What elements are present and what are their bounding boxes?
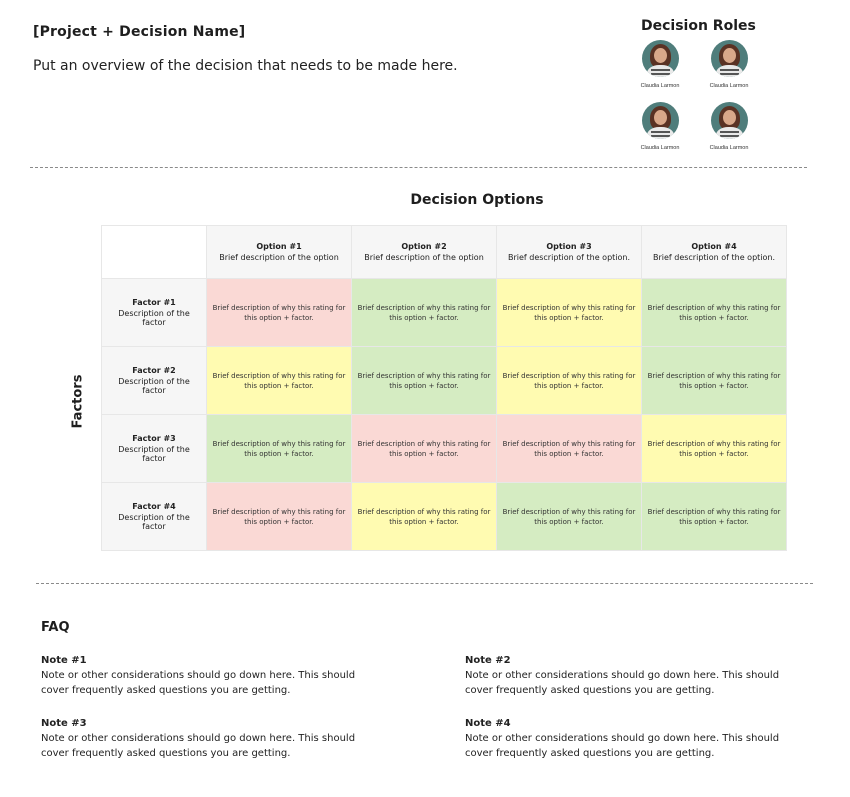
factor-description: Description of the factor — [118, 513, 190, 531]
option-name: Option #3 — [546, 242, 592, 251]
option-description: Brief description of the option — [219, 253, 339, 262]
decision-options-title: Decision Options — [410, 192, 544, 208]
rating-cell[interactable]: Brief description of why this rating for… — [641, 278, 787, 347]
avatar — [641, 40, 679, 77]
option-name: Option #1 — [256, 242, 302, 251]
faq-title: FAQ — [41, 620, 70, 635]
role-card[interactable]: Claudia Larmon — [634, 40, 686, 89]
option-description: Brief description of the option — [364, 253, 484, 262]
note-body: Note or other considerations should go d… — [465, 733, 780, 759]
faq-note: Note #2 Note or other considerations sho… — [465, 653, 805, 698]
option-header[interactable]: Option #3 Brief description of the option… — [496, 225, 642, 279]
decision-matrix: Option #1 Brief description of the option… — [101, 225, 787, 551]
factor-header[interactable]: Factor #4 Description of the factor — [101, 482, 207, 551]
option-header[interactable]: Option #4 Brief description of the option… — [641, 225, 787, 279]
rating-cell[interactable]: Brief description of why this rating for… — [496, 346, 642, 415]
factor-description: Description of the factor — [118, 445, 190, 463]
option-description: Brief description of the option. — [507, 253, 631, 262]
rating-cell[interactable]: Brief description of why this rating for… — [351, 278, 497, 347]
rating-cell[interactable]: Brief description of why this rating for… — [206, 278, 352, 347]
note-body: Note or other considerations should go d… — [465, 670, 780, 696]
project-title: [Project + Decision Name] — [33, 24, 246, 40]
rating-cell[interactable]: Brief description of why this rating for… — [351, 414, 497, 483]
note-title: Note #2 — [465, 655, 511, 666]
role-person-name: Claudia Larmon — [709, 145, 749, 151]
rating-cell[interactable]: Brief description of why this rating for… — [206, 346, 352, 415]
role-person-name: Claudia Larmon — [640, 145, 680, 151]
faq-note: Note #4 Note or other considerations sho… — [465, 716, 805, 761]
factor-description: Description of the factor — [118, 377, 190, 395]
role-card[interactable]: Claudia Larmon — [703, 102, 755, 151]
rating-cell[interactable]: Brief description of why this rating for… — [641, 482, 787, 551]
rating-cell[interactable]: Brief description of why this rating for… — [641, 414, 787, 483]
factors-axis-label: Factors — [70, 374, 86, 429]
factor-header[interactable]: Factor #3 Description of the factor — [101, 414, 207, 483]
note-title: Note #1 — [41, 655, 87, 666]
role-person-name: Claudia Larmon — [640, 83, 680, 89]
factor-header[interactable]: Factor #2 Description of the factor — [101, 346, 207, 415]
rating-cell[interactable]: Brief description of why this rating for… — [641, 346, 787, 415]
section-divider — [36, 583, 813, 584]
rating-cell[interactable]: Brief description of why this rating for… — [496, 278, 642, 347]
rating-cell[interactable]: Brief description of why this rating for… — [496, 414, 642, 483]
decision-overview: Put an overview of the decision that nee… — [33, 58, 458, 74]
note-body: Note or other considerations should go d… — [41, 733, 356, 759]
note-title: Note #4 — [465, 718, 511, 729]
option-header[interactable]: Option #1 Brief description of the option — [206, 225, 352, 279]
note-title: Note #3 — [41, 718, 87, 729]
rating-cell[interactable]: Brief description of why this rating for… — [206, 482, 352, 551]
factor-name: Factor #3 — [132, 434, 176, 443]
matrix-corner — [101, 225, 207, 279]
factor-name: Factor #4 — [132, 502, 176, 511]
option-description: Brief description of the option. — [652, 253, 776, 262]
option-name: Option #4 — [691, 242, 737, 251]
avatar — [710, 102, 748, 139]
note-body: Note or other considerations should go d… — [41, 670, 356, 696]
faq-note: Note #3 Note or other considerations sho… — [41, 716, 381, 761]
rating-cell[interactable]: Brief description of why this rating for… — [206, 414, 352, 483]
option-header[interactable]: Option #2 Brief description of the option — [351, 225, 497, 279]
role-card[interactable]: Claudia Larmon — [703, 40, 755, 89]
faq-note: Note #1 Note or other considerations sho… — [41, 653, 381, 698]
rating-cell[interactable]: Brief description of why this rating for… — [351, 346, 497, 415]
role-person-name: Claudia Larmon — [709, 83, 749, 89]
rating-cell[interactable]: Brief description of why this rating for… — [351, 482, 497, 551]
avatar — [710, 40, 748, 77]
factor-header[interactable]: Factor #1 Description of the factor — [101, 278, 207, 347]
option-name: Option #2 — [401, 242, 447, 251]
factor-description: Description of the factor — [118, 309, 190, 327]
decision-roles-title: Decision Roles — [641, 18, 756, 34]
role-card[interactable]: Claudia Larmon — [634, 102, 686, 151]
factor-name: Factor #1 — [132, 298, 176, 307]
factor-name: Factor #2 — [132, 366, 176, 375]
avatar — [641, 102, 679, 139]
section-divider — [30, 167, 807, 168]
rating-cell[interactable]: Brief description of why this rating for… — [496, 482, 642, 551]
